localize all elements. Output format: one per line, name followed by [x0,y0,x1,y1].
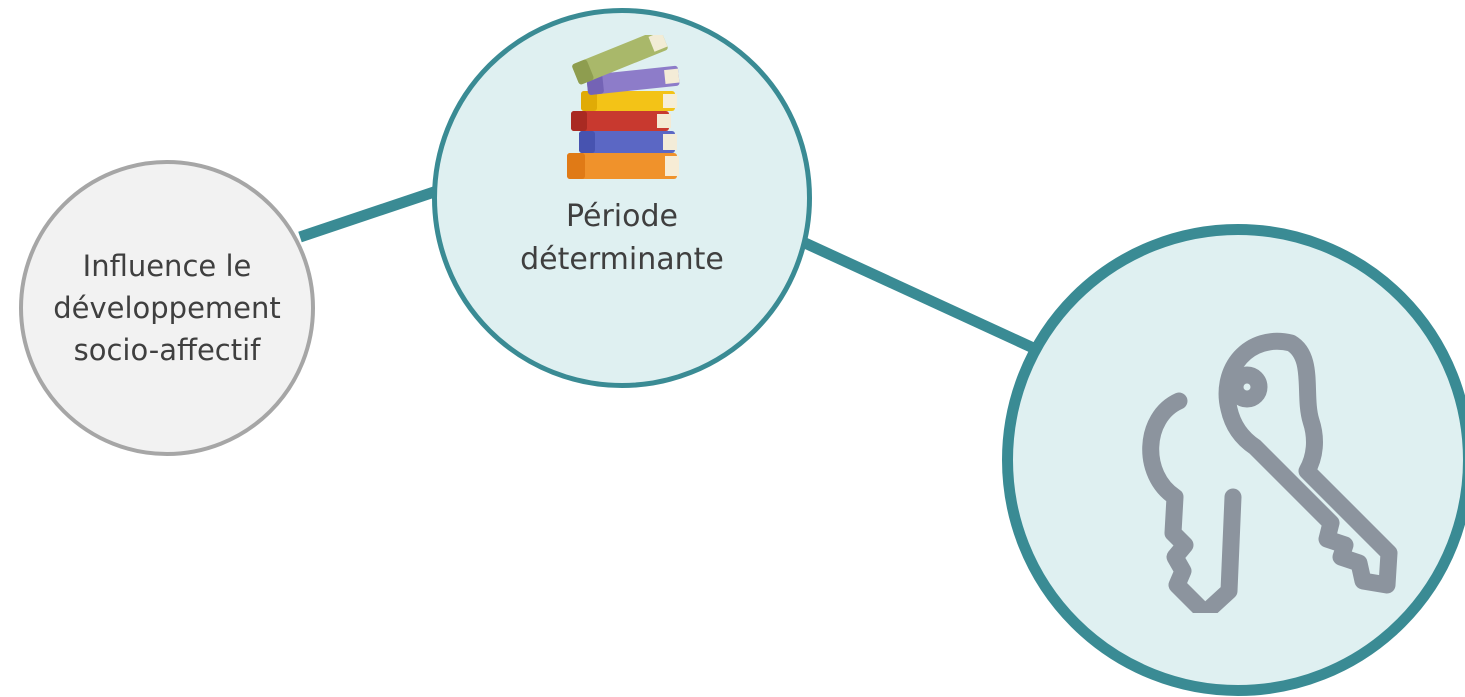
book-yellow [581,91,677,111]
connector-middle-right [802,238,1045,357]
book-red [571,111,671,131]
node-periode-label: Période déterminante [437,196,807,281]
front-key-outline [1218,332,1398,594]
book-blue [579,131,677,153]
node-periode-line-2: déterminante [520,241,724,277]
connector-left-middle [298,184,442,243]
book-purple [586,65,680,95]
node-influence-line-2: développement [53,290,281,325]
node-periode: Période déterminante [432,8,812,388]
back-key-outline [1142,392,1242,613]
books-stack-icon [567,35,680,179]
keys-icon [1142,332,1398,613]
book-orange [567,153,679,179]
book-olive [572,35,668,85]
node-periode-line-1: Période [565,199,678,234]
node-influence: Influence le développement socio-affecti… [19,160,315,456]
node-influence-line-1: Influence le [82,248,252,283]
front-key-hole [1226,366,1268,408]
node-influence-line-3: socio-affectif [73,333,261,368]
node-keys [1002,224,1465,696]
